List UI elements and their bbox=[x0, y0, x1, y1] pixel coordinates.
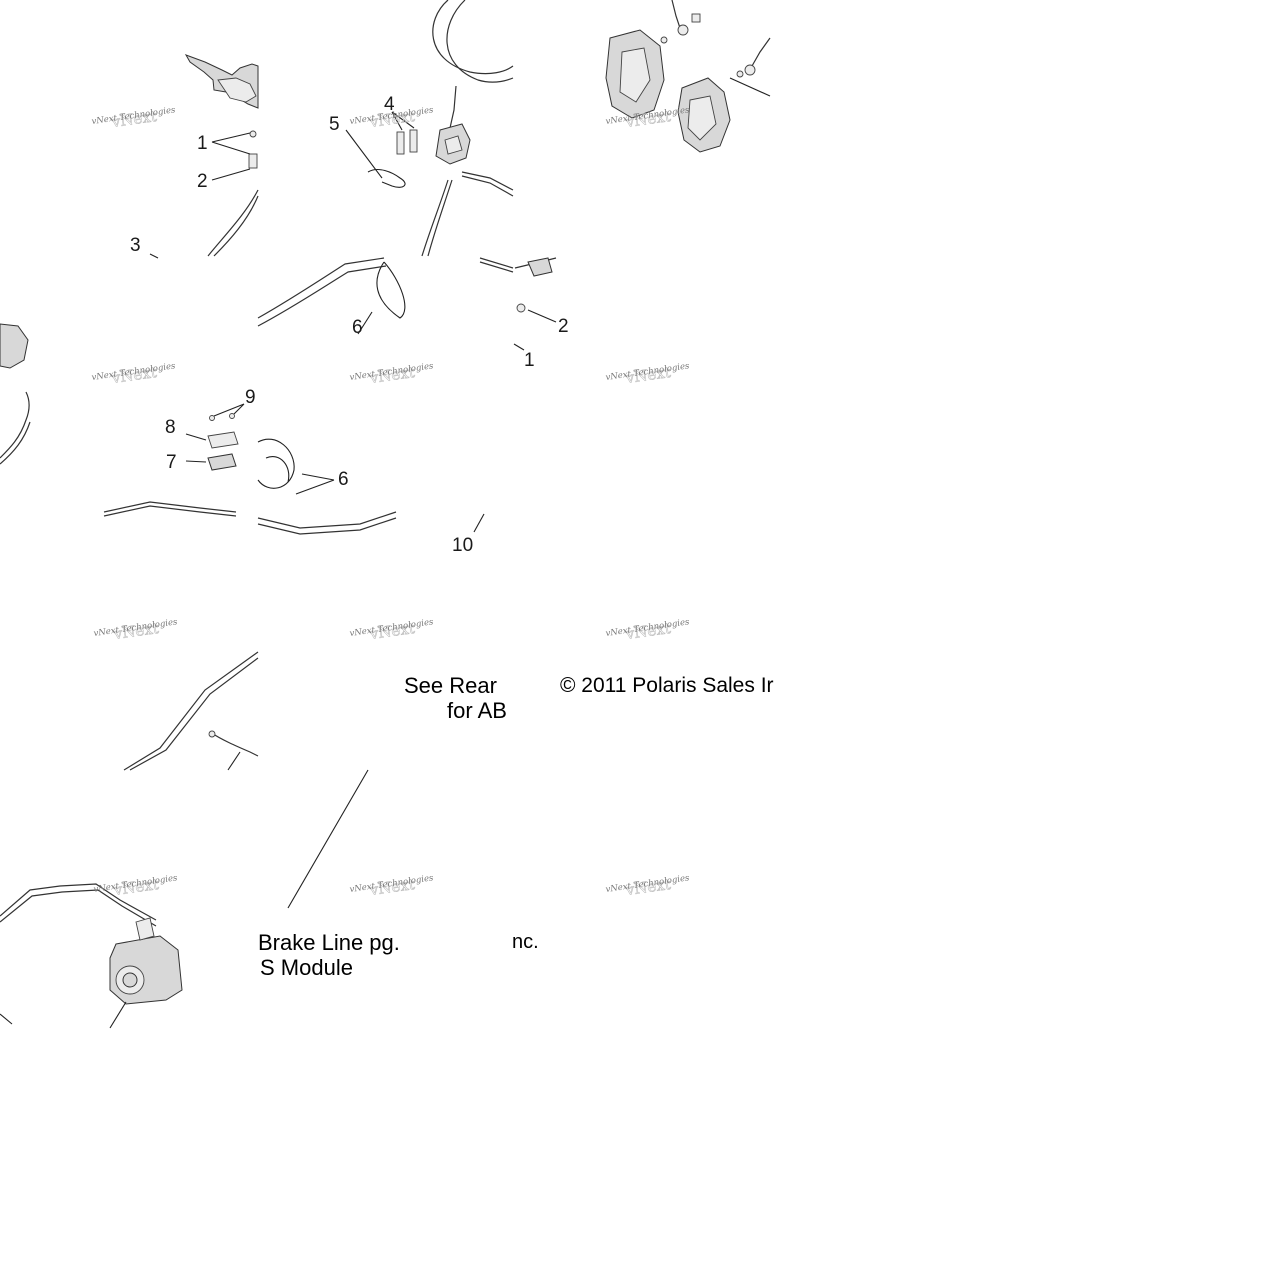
brake-line-row3 bbox=[123, 651, 369, 909]
copyright-note-tail: nc. bbox=[512, 931, 539, 953]
rear-fittings bbox=[660, 0, 771, 97]
callout-3: 3 bbox=[130, 235, 141, 256]
brake-line-note-line1: Brake Line pg. bbox=[258, 930, 400, 955]
callout-labels: 1 2 3 4 5 6 2 1 9 8 7 6 10 bbox=[130, 94, 569, 556]
callout-2-b: 2 bbox=[558, 316, 569, 337]
callout-5: 5 bbox=[329, 114, 340, 135]
callout-7: 7 bbox=[166, 452, 177, 473]
callout-2-a: 2 bbox=[197, 171, 208, 192]
copyright-note: © 2011 Polaris Sales Ir bbox=[560, 674, 774, 697]
brake-line-note-line2: S Module bbox=[260, 955, 353, 980]
brake-line-row2-mid bbox=[257, 257, 514, 335]
clip bbox=[367, 169, 406, 188]
front-brake-lines bbox=[421, 0, 514, 257]
brake-lever-assembly bbox=[184, 54, 259, 169]
callout-leaders-tile2 bbox=[345, 111, 415, 179]
callout-10: 10 bbox=[452, 535, 473, 556]
callout-1-b: 1 bbox=[524, 350, 535, 371]
brake-line-upper-left bbox=[207, 189, 259, 257]
callout-4: 4 bbox=[384, 94, 395, 115]
diagram-notes: See Rear for AB © 2011 Polaris Sales Ir … bbox=[258, 673, 774, 980]
front-caliper bbox=[435, 123, 471, 165]
see-rear-note-line2: for AB bbox=[447, 698, 507, 723]
callout-1-a: 1 bbox=[197, 133, 208, 154]
clamp-parts bbox=[185, 403, 245, 471]
abs-module bbox=[0, 883, 183, 1029]
lower-brake-line bbox=[103, 438, 485, 535]
rear-calipers bbox=[605, 29, 731, 153]
callout-leaders-tile1 bbox=[149, 132, 251, 259]
callout-6-a: 6 bbox=[352, 317, 363, 338]
callout-6-b: 6 bbox=[338, 469, 349, 490]
see-rear-note-line1: See Rear bbox=[404, 673, 497, 698]
caliper-row2-right bbox=[513, 257, 557, 351]
callout-8: 8 bbox=[165, 417, 176, 438]
bolts bbox=[396, 129, 418, 155]
callout-9: 9 bbox=[245, 387, 256, 408]
master-cylinder-left bbox=[0, 323, 31, 465]
